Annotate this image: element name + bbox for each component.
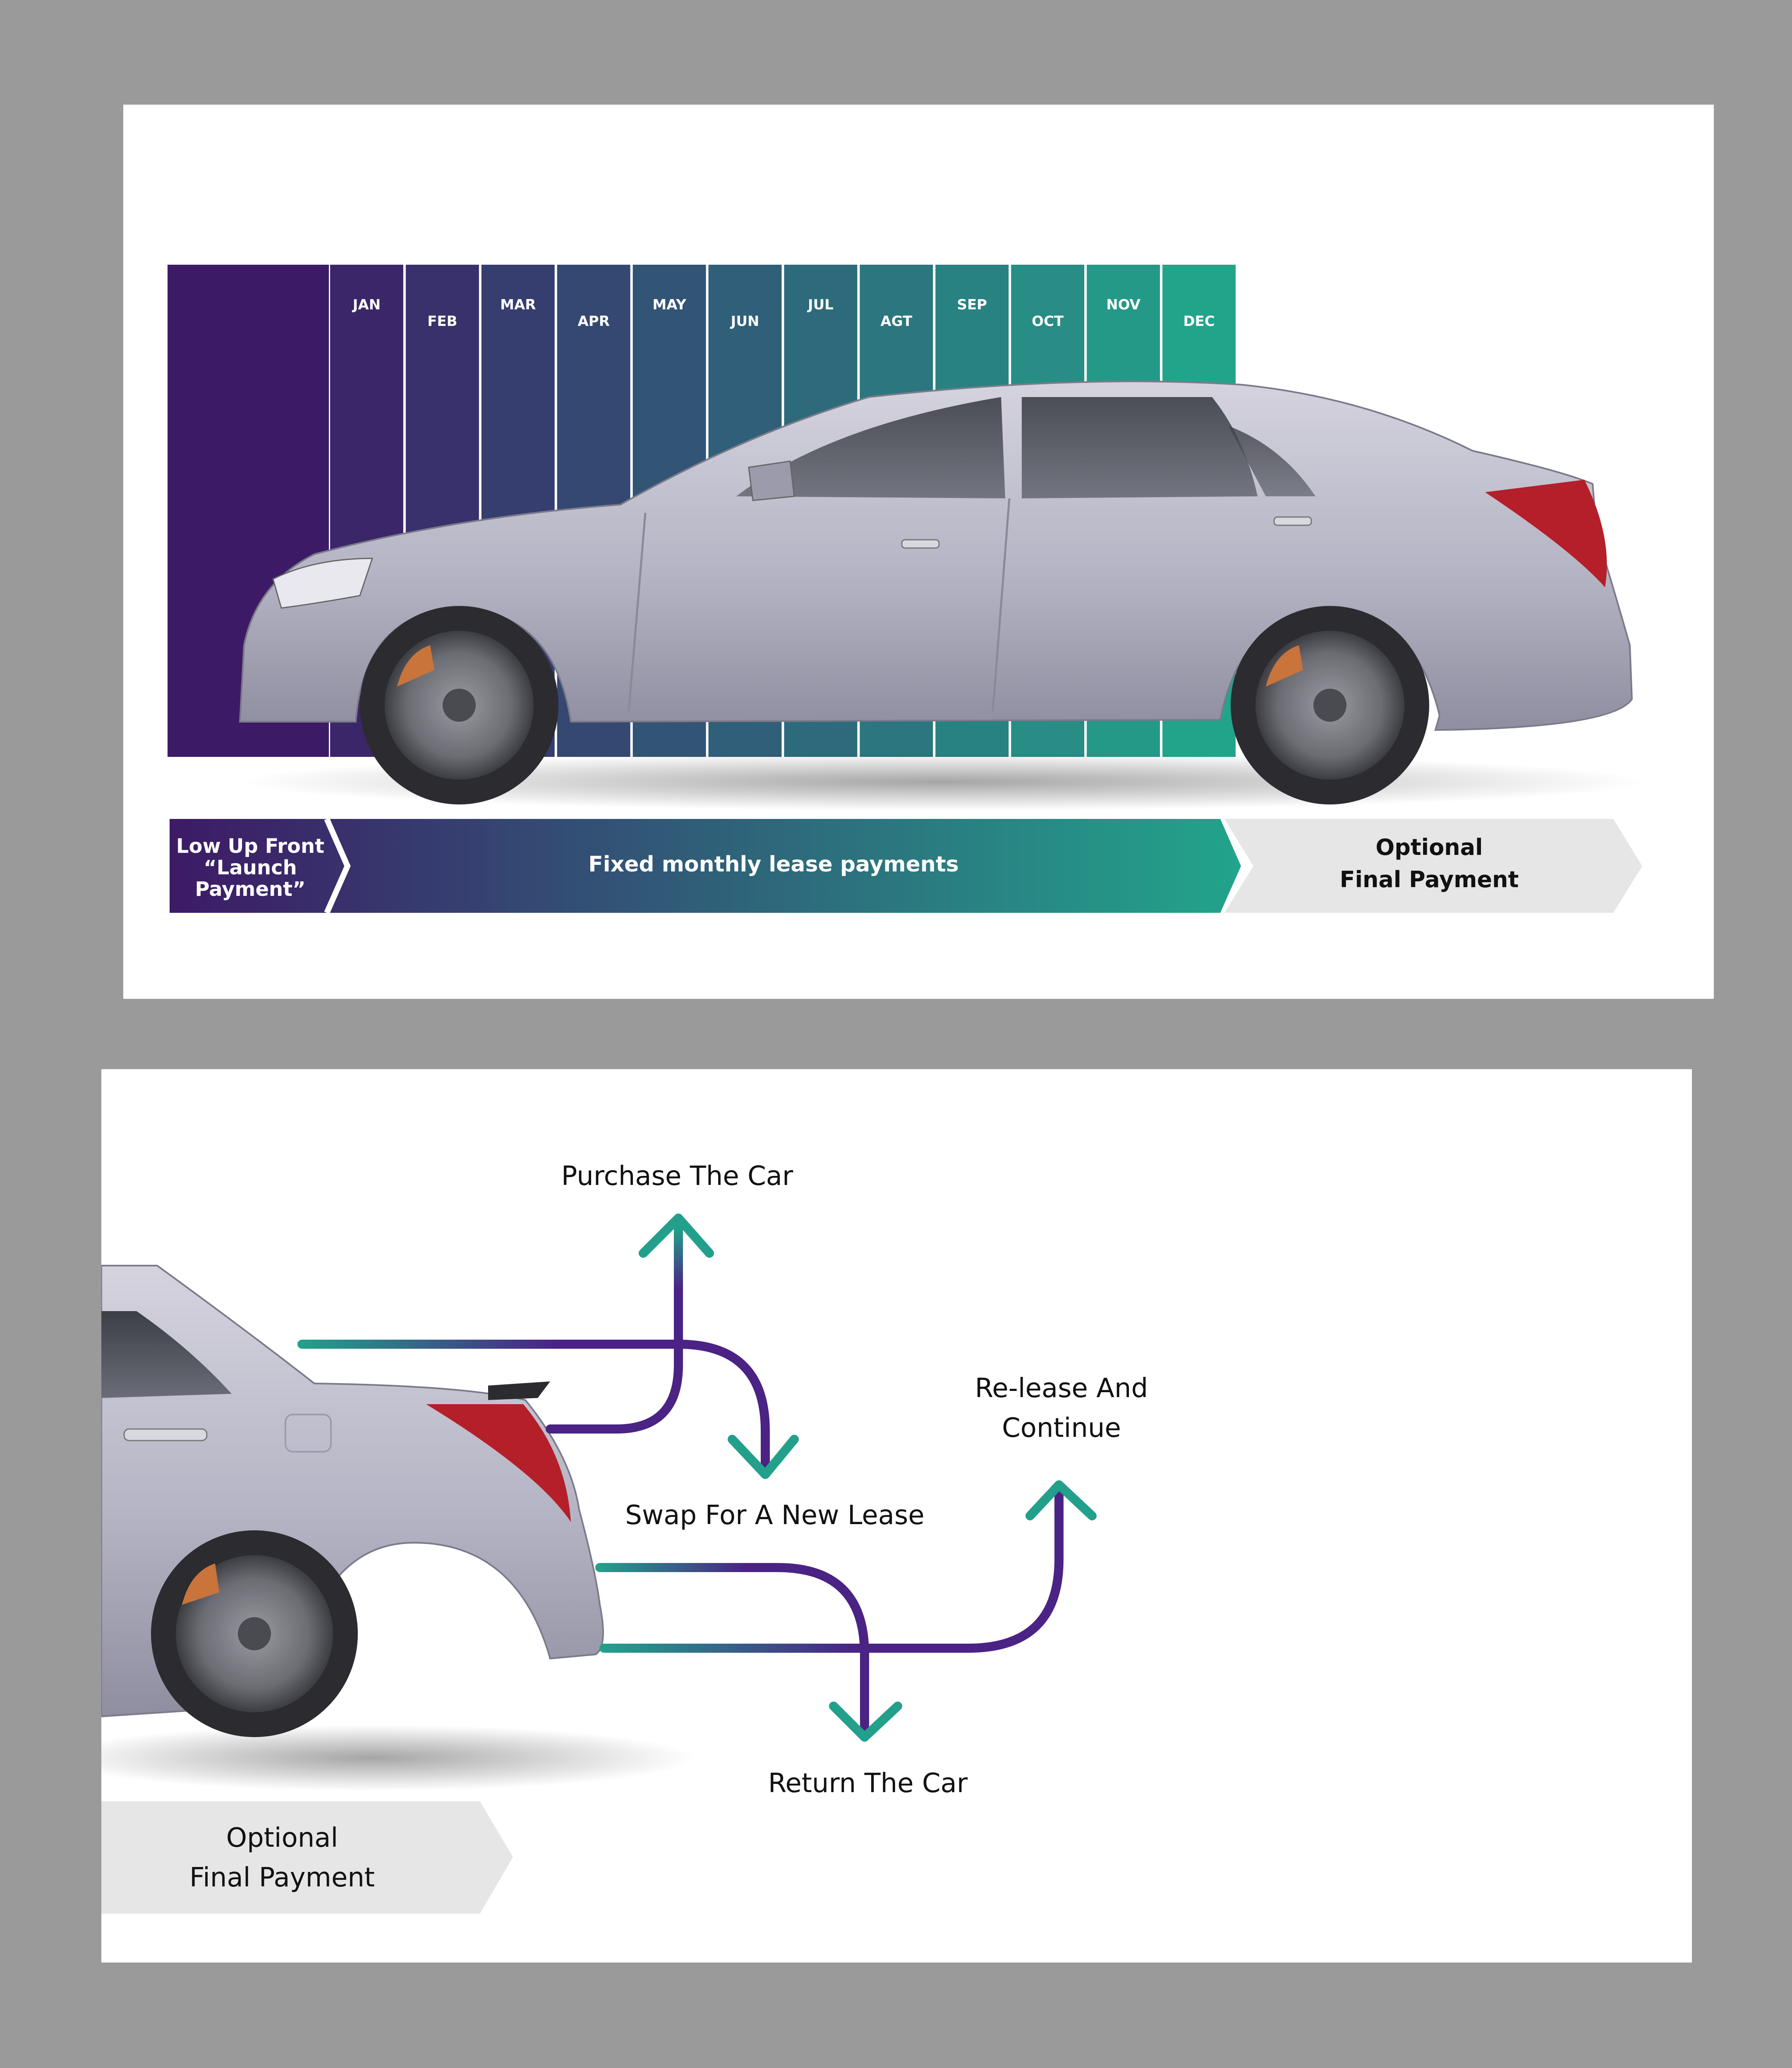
arrow-return-path <box>595 1563 869 1742</box>
text-line: Swap For A New Lease <box>625 1500 924 1531</box>
month-label: MAR <box>500 297 536 313</box>
outcome-swap: Swap For A New Lease <box>625 1500 924 1531</box>
arrow-swap-path <box>297 1340 770 1477</box>
stage-chevron-optional-final <box>101 1801 513 1914</box>
arrow-purchase-head <box>639 1214 714 1258</box>
month-label: OCT <box>1032 313 1064 330</box>
stage-label-fixed-payments: Fixed monthly lease payments <box>588 852 959 877</box>
chevron-divider <box>324 818 351 914</box>
arrow-purchase-path <box>546 1224 683 1434</box>
arrow-release-head <box>1025 1480 1097 1520</box>
text-line: Optional <box>1375 834 1483 860</box>
arrow-return-head <box>829 1702 902 1742</box>
car-rear-view <box>101 1265 695 1791</box>
month-label: FEB <box>427 313 457 330</box>
text-line: Fixed monthly lease payments <box>588 852 959 877</box>
month-label: APR <box>577 313 609 330</box>
outcome-return: Return The Car <box>768 1768 968 1799</box>
month-label: JUL <box>807 297 834 313</box>
stage-chevron-main <box>170 819 1241 913</box>
outcome-arrows <box>297 1214 1097 1742</box>
arrow-release-path <box>599 1489 1064 1653</box>
outcome-labels: Purchase The Car Swap For A New Lease Re… <box>561 1161 1148 1799</box>
arrow-swap-head <box>728 1435 799 1479</box>
text-line: Final Payment <box>1340 866 1519 893</box>
text-line: Purchase The Car <box>561 1161 793 1192</box>
stage-chevron-fixed-payments <box>1224 819 1642 913</box>
car-side-view <box>239 381 1646 811</box>
month-label: SEP <box>957 297 987 313</box>
outcome-purchase: Purchase The Car <box>561 1161 793 1192</box>
text-line: “Launch <box>204 856 297 879</box>
text-line: Continue <box>1002 1413 1121 1443</box>
month-label: DEC <box>1183 313 1215 330</box>
month-label: AGT <box>880 313 913 330</box>
month-label: NOV <box>1106 297 1140 313</box>
text-line: Low Up Front <box>176 835 324 858</box>
text-line: Optional <box>226 1823 338 1853</box>
month-label: MAY <box>652 297 686 313</box>
month-label: JUN <box>730 313 759 330</box>
text-line: Payment” <box>195 878 305 901</box>
text-line: Re-lease And <box>975 1373 1148 1404</box>
text-line: Return The Car <box>768 1768 968 1799</box>
text-line: Final Payment <box>189 1862 375 1893</box>
month-label: JAN <box>352 297 381 313</box>
